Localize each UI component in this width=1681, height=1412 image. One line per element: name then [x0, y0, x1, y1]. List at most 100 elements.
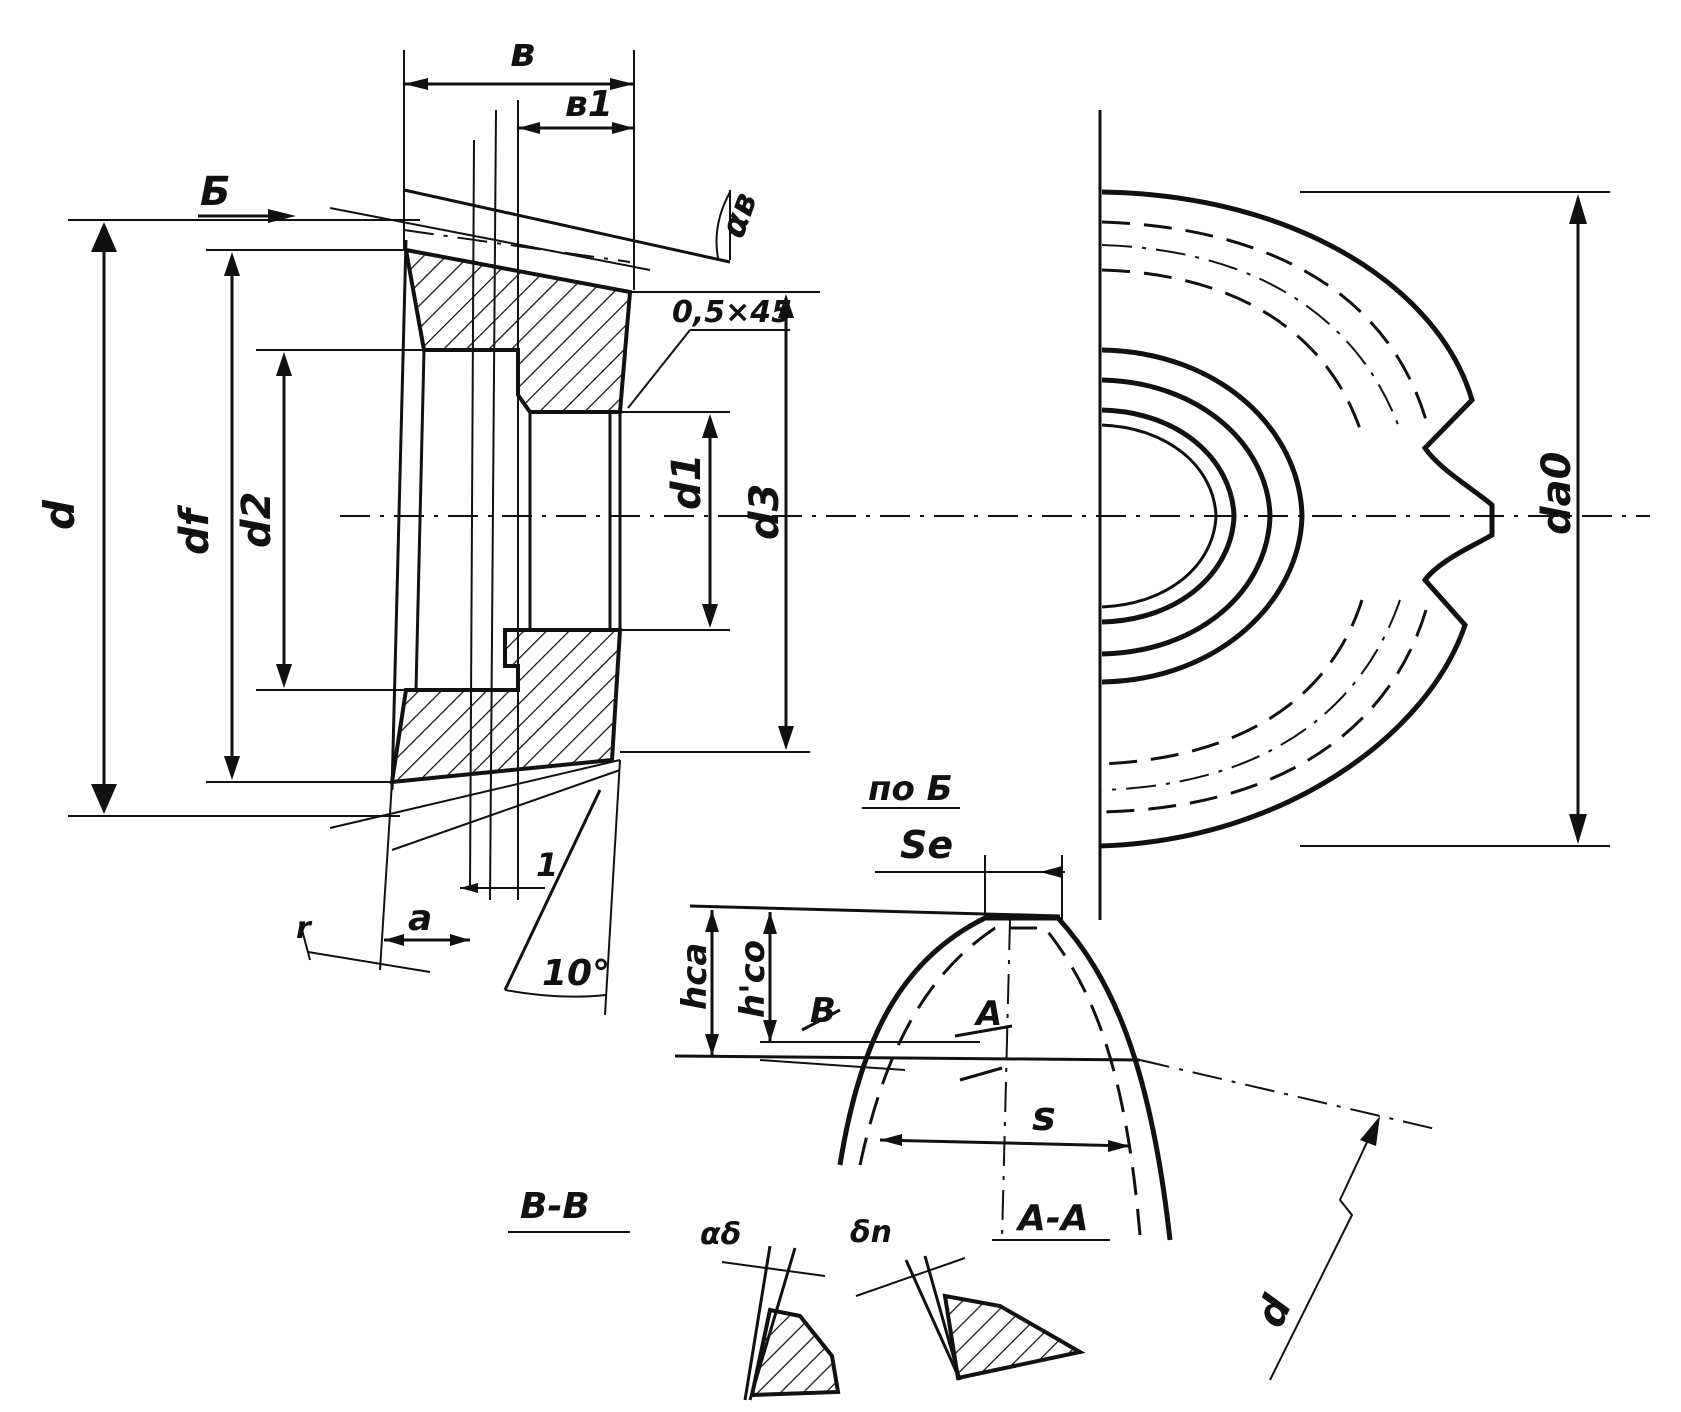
label-view-arrow-b: Б	[200, 169, 231, 215]
arrowhead	[1108, 1140, 1130, 1152]
label-dim-s: s	[1032, 1094, 1056, 1140]
pitch-circle-dashed	[1101, 220, 1428, 814]
pitch-arc-extension	[1139, 1059, 1441, 1131]
label-dia-da0: da0	[1534, 452, 1580, 535]
label-dia-d3: d3	[742, 484, 788, 540]
front-view: da0	[1098, 110, 1610, 920]
hub-circle-middle	[1101, 377, 1273, 657]
label-dia-d: d	[35, 499, 84, 530]
label-view-po-b: по Б	[868, 769, 953, 809]
hub-circle-inner	[1101, 407, 1237, 625]
arrowhead	[404, 78, 428, 90]
tooth-outline	[837, 915, 1173, 1241]
tooth-inner-dashed	[858, 926, 1142, 1236]
angle-line	[721, 1261, 826, 1277]
label-alpha-delta: αδ	[700, 1217, 741, 1252]
angle-line	[855, 1257, 966, 1297]
section-line	[759, 1059, 906, 1071]
label-angle-10: 10°	[542, 953, 610, 994]
arrowhead	[778, 294, 794, 318]
label-delta-n: δn	[850, 1215, 892, 1250]
right-face-extension	[604, 759, 621, 1016]
bore-circle	[1101, 423, 1218, 609]
arrowhead	[518, 122, 540, 134]
chamfer-leader	[627, 329, 691, 409]
arrowhead	[763, 1020, 777, 1042]
upper-hatched-section	[403, 247, 633, 414]
label-dia-df: df	[172, 504, 218, 555]
s-dimension-line	[879, 1138, 1131, 1148]
arrowhead	[224, 252, 240, 276]
lower-flank-line	[391, 769, 621, 851]
arrowhead	[705, 1034, 719, 1056]
tooth-pitch-line	[674, 1054, 1141, 1062]
label-chamfer: 0,5×45	[672, 295, 792, 330]
tooth-axis-line	[1001, 919, 1011, 1241]
wedge-edge	[743, 1245, 772, 1401]
section-aa-hatched	[942, 1293, 1086, 1381]
angle-10-arc	[504, 989, 607, 998]
tooth-tip-line	[689, 904, 1061, 918]
top-flank-line	[329, 207, 651, 271]
arrowhead	[702, 604, 718, 628]
label-width-b: в	[510, 30, 535, 76]
arrowhead	[705, 910, 719, 932]
label-dim-1: 1	[536, 846, 558, 884]
root-circle-dashed	[1101, 268, 1364, 766]
label-hca: hca	[675, 943, 715, 1010]
angle-10-line	[503, 789, 602, 991]
arrowhead	[384, 934, 404, 946]
arrowhead	[610, 78, 634, 90]
arrowhead	[1569, 194, 1587, 224]
arrowhead	[880, 1134, 902, 1146]
label-width-b1: в1	[565, 84, 613, 125]
arrowhead	[91, 222, 117, 252]
arrowhead	[276, 664, 292, 688]
lower-flank-line	[379, 781, 393, 971]
arrowhead	[91, 784, 117, 814]
section-mark	[801, 1008, 841, 1032]
dim-r-tick	[299, 921, 311, 961]
left-face-line	[390, 239, 408, 791]
wedge-edge	[904, 1259, 962, 1381]
label-hco: h'co	[733, 940, 773, 1018]
tooth-profile-view: по Б Se hca h'co В А	[674, 769, 1441, 1381]
arrowhead	[702, 414, 718, 438]
hub-circle-outer	[1101, 347, 1305, 685]
top-pitch-line	[403, 229, 631, 263]
cutter-guide-line	[469, 139, 475, 891]
arrowhead	[1360, 1116, 1380, 1146]
label-dia-d-arc: d	[1247, 1289, 1301, 1335]
label-dia-d2: d2	[234, 492, 280, 548]
section-vv-hatched	[749, 1307, 841, 1398]
left-face-line	[414, 349, 426, 691]
dim-r-line	[307, 951, 431, 973]
arrowhead	[778, 726, 794, 750]
pitch-circle-dashdot	[1101, 244, 1401, 791]
label-dia-d1: d1	[664, 454, 710, 510]
cutter-guide-line	[489, 109, 497, 901]
top-flank-line	[403, 188, 731, 264]
label-dim-a: a	[408, 898, 432, 939]
arrowhead	[460, 883, 478, 893]
arrowhead	[276, 352, 292, 376]
arrowhead	[612, 122, 634, 134]
label-dim-r: r	[296, 911, 313, 946]
outer-tooth-rim	[1099, 189, 1495, 849]
sections-view: В-В А-А αδ δn	[508, 1186, 1110, 1401]
arrowhead	[450, 934, 470, 946]
arrowhead	[1569, 814, 1587, 844]
axial-section-view: в в1 Б αв 0,5×45	[35, 30, 1650, 1016]
arrowhead	[1040, 866, 1062, 878]
label-section-aa: А-А	[1015, 1198, 1089, 1239]
dia-d-leader	[1269, 1124, 1376, 1381]
arrowhead	[763, 912, 777, 934]
label-se: Se	[900, 823, 953, 867]
arrowhead	[224, 756, 240, 780]
label-section-vv: В-В	[520, 1186, 590, 1227]
angle-arc	[715, 191, 731, 259]
label-alpha-b: αв	[713, 187, 766, 243]
section-mark	[954, 1024, 1013, 1038]
lower-hatched-section	[389, 628, 623, 785]
